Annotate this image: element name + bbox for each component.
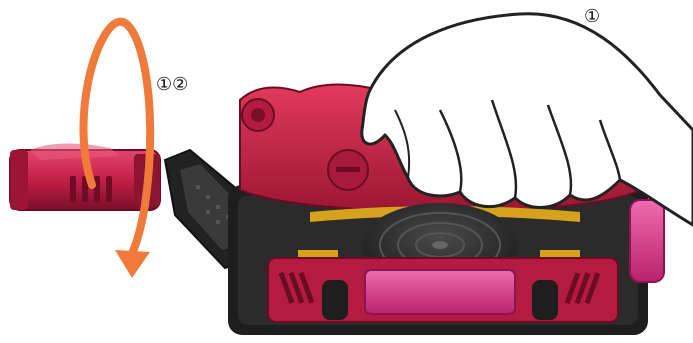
step-numbers-rotate: ①② bbox=[156, 76, 188, 94]
step-number-hand: ① bbox=[584, 8, 600, 26]
